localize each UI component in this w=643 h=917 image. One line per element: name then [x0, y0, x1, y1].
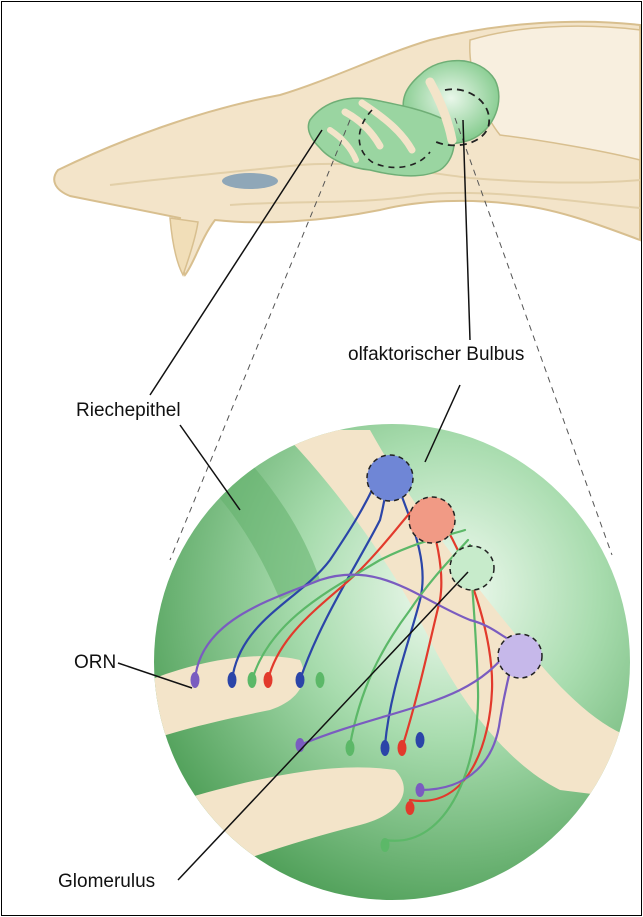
orn-cell-green	[381, 838, 390, 852]
orn-cell-red	[406, 801, 415, 815]
orn-cell-purple	[191, 672, 200, 688]
orn-cell-red	[264, 672, 273, 688]
label-olfactory-epithelium: Riechepithel	[76, 400, 181, 422]
glomerulus-purple	[498, 634, 542, 678]
orn-cell-green	[346, 740, 355, 756]
orn-cell-purple	[416, 783, 425, 797]
label-glomerulus: Glomerulus	[58, 871, 155, 893]
glomerulus-blue	[367, 455, 413, 501]
orn-cell-blue	[228, 672, 237, 688]
glomerulus-red	[409, 497, 455, 543]
orn-cell-green	[248, 672, 257, 688]
nasal-cavity-spot	[222, 173, 278, 189]
orn-cell-green	[316, 672, 325, 688]
orn-cell-red	[398, 740, 407, 756]
orn-cell-blue	[296, 672, 305, 688]
magnified-view	[150, 424, 640, 900]
label-olfactory-bulb: olfaktorischer Bulbus	[348, 344, 524, 366]
label-orn: ORN	[74, 652, 116, 674]
leader-riechepithel-circle	[180, 425, 240, 510]
skull-section	[54, 22, 640, 275]
orn-cell-blue	[381, 740, 390, 756]
orn-cell-blue	[416, 732, 425, 748]
